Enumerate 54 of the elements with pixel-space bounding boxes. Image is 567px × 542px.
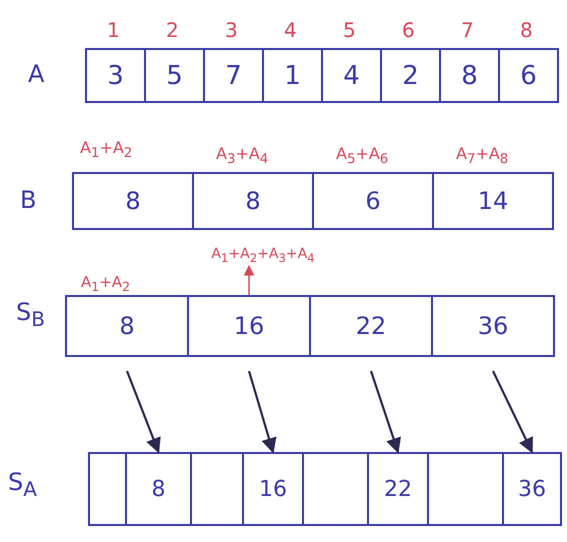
sum-label: A$_{1}$+A$_{2}$ [80, 138, 132, 162]
annotation-text: A$_{1}$+A$_{2}$+A$_{3}$+A$_{4}$ [168, 244, 358, 266]
index-label: 8 [520, 18, 533, 42]
row-label: B [20, 186, 36, 214]
arrow [248, 370, 276, 454]
sum-label: A$_{1}$+A$_{2}$ [81, 273, 130, 294]
arrow [126, 370, 161, 454]
index-label: 2 [166, 18, 179, 42]
index-label: 5 [343, 18, 356, 42]
cell-value: 1 [284, 60, 301, 90]
array-cell [502, 452, 562, 526]
index-label: 7 [461, 18, 474, 42]
row-label: S$_{A}$ [8, 468, 37, 501]
cell-value: 7 [225, 60, 242, 90]
index-label: 3 [225, 18, 238, 42]
sum-label: A$_{3}$+A$_{4}$ [216, 144, 268, 168]
sum-label: A$_{7}$+A$_{8}$ [456, 144, 508, 168]
cell-value: 5 [166, 60, 183, 90]
cell-value: 6 [520, 60, 537, 90]
array-cell [242, 452, 304, 526]
row-label: S$_{B}$ [16, 298, 45, 331]
cell-value: 22 [356, 312, 386, 340]
cell-value: 14 [478, 187, 508, 215]
array-cell [88, 452, 127, 526]
arrow [370, 370, 401, 454]
cell-value: 6 [365, 187, 381, 215]
cell-value: 16 [234, 312, 264, 340]
array-cell [367, 452, 429, 526]
cell-value: 16 [259, 476, 287, 502]
index-label: 6 [402, 18, 415, 42]
array-cell [125, 452, 192, 526]
cell-value: 22 [384, 476, 412, 502]
index-label: 1 [107, 18, 120, 42]
cell-value: 8 [125, 187, 141, 215]
cell-value: 8 [245, 187, 261, 215]
cell-value: 8 [119, 312, 135, 340]
array-cell [431, 295, 555, 357]
array-cell [309, 295, 433, 357]
array-cell [190, 452, 244, 526]
cell-value: 3 [107, 60, 124, 90]
cell-value: 36 [478, 312, 508, 340]
cell-value: 2 [402, 60, 419, 90]
cell-value: 8 [461, 60, 478, 90]
array-cell [427, 452, 504, 526]
cell-value: 4 [343, 60, 360, 90]
cell-value: 8 [152, 476, 166, 502]
cell-value: 36 [518, 476, 546, 502]
row-label: A [28, 60, 44, 88]
arrow [244, 264, 254, 295]
sum-label: A$_{5}$+A$_{6}$ [336, 144, 388, 168]
array-cell [187, 295, 311, 357]
arrow [492, 370, 533, 454]
index-label: 4 [284, 18, 297, 42]
array-cell [302, 452, 369, 526]
